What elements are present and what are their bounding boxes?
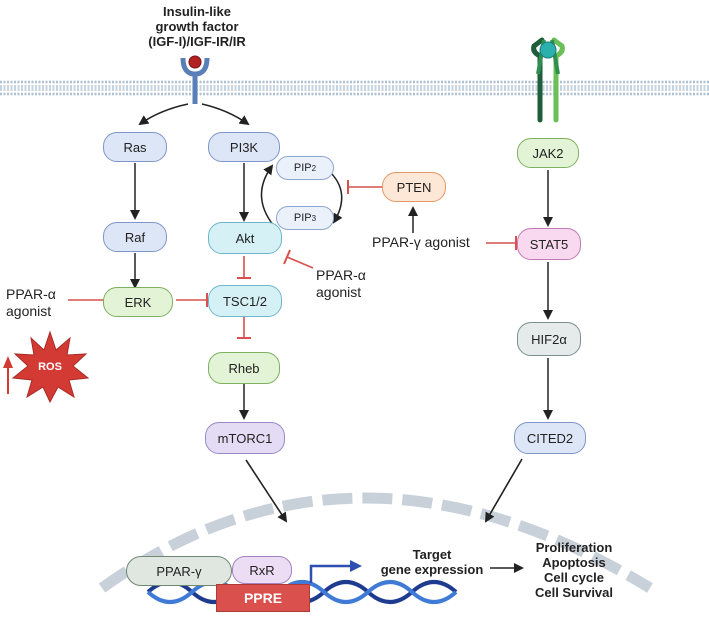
label-line: agonist <box>316 284 362 300</box>
igf-receptor-icon <box>180 55 210 104</box>
cell-membrane <box>0 80 709 96</box>
transcription-start-arrowhead <box>350 560 362 572</box>
ros-up-arrowhead <box>3 356 13 368</box>
node-rxr: RxR <box>232 556 292 584</box>
outcome-cell-cycle: Cell cycle <box>544 570 604 585</box>
arrow-pip3-pip2 <box>260 164 275 227</box>
inhibit-bar <box>283 249 291 265</box>
label-line: agonist <box>6 303 52 319</box>
node-akt: Akt <box>208 222 282 254</box>
receptor-title: Insulin-like growth factor (IGF-I)/IGF-I… <box>117 4 277 49</box>
arrow-cited2-nucleus <box>484 458 523 523</box>
node-pi3k: PI3K <box>208 132 280 162</box>
label-ppar-a-agonist-left: PPAR-α agonist <box>6 286 76 320</box>
cytokine-receptor-icon <box>531 37 565 123</box>
node-mtorc1: mTORC1 <box>205 422 285 454</box>
title-line: growth factor <box>155 19 239 34</box>
node-rheb: Rheb <box>208 352 280 384</box>
label-line: gene expression <box>380 562 484 577</box>
node-ppre: PPRE <box>216 584 310 612</box>
node-pten: PTEN <box>382 172 446 202</box>
node-raf: Raf <box>103 222 167 252</box>
node-erk: ERK <box>103 287 173 317</box>
arrow-mtorc1-nucleus <box>245 459 288 523</box>
label-line: PPAR-α <box>316 267 366 283</box>
node-hif2a: HIF2α <box>517 322 581 356</box>
outcome-proliferation: Proliferation <box>535 540 613 555</box>
pip3-label: PIP <box>293 212 312 224</box>
node-ras: Ras <box>103 132 167 162</box>
pip2-label: PIP <box>293 162 312 174</box>
node-ppar-gamma: PPAR-γ <box>126 556 232 586</box>
title-line: (IGF-I)/IGF-IR/IR <box>148 34 246 49</box>
label-outcomes: Proliferation Apoptosis Cell cycle Cell … <box>522 540 626 600</box>
arrow-receptor-ras <box>138 103 189 126</box>
pip3-subscript: 3 <box>311 213 317 223</box>
outcome-apoptosis: Apoptosis <box>542 555 606 570</box>
inhibit-ppara-akt <box>286 256 314 269</box>
arrow-receptor-pi3k <box>201 103 250 126</box>
title-line: Insulin-like <box>163 4 231 19</box>
node-cited2: CITED2 <box>514 422 586 454</box>
label-ppar-a-agonist-mid: PPAR-α agonist <box>316 267 386 301</box>
pip2-subscript: 2 <box>311 163 317 173</box>
ros-burst-icon <box>11 330 90 404</box>
node-jak2: JAK2 <box>517 138 579 168</box>
label-ppar-g-agonist: PPAR-γ agonist <box>372 234 470 250</box>
label-ros: ROS <box>38 361 62 373</box>
label-target-gene-expression: Target gene expression <box>372 547 492 577</box>
node-stat5: STAT5 <box>517 228 581 260</box>
node-tsc: TSC1/2 <box>208 285 282 317</box>
nuclear-envelope <box>98 492 653 593</box>
transcription-start-arrow <box>309 564 352 583</box>
label-line: PPAR-α <box>6 286 56 302</box>
label-line: Target <box>412 547 452 562</box>
outcome-cell-survival: Cell Survival <box>534 585 614 600</box>
